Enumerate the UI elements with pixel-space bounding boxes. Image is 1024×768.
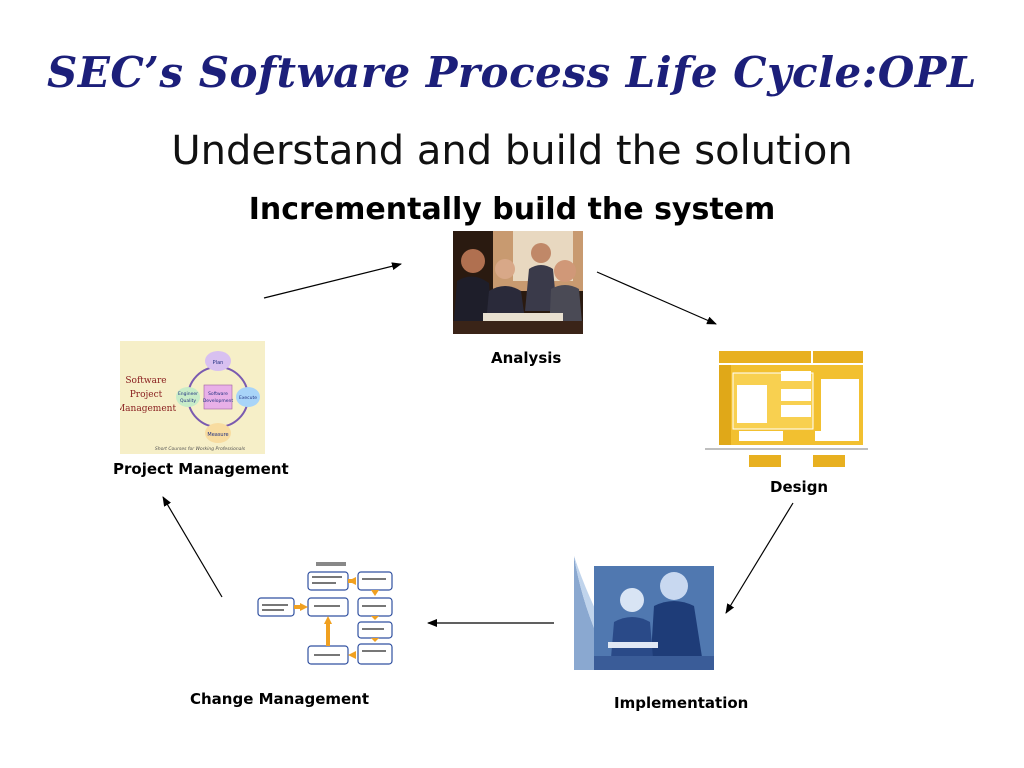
design-diagram-image: [705, 349, 868, 470]
pm-heading-line1: Software: [125, 376, 166, 386]
project-management-graphic: Software Project Management Plan Enginee…: [120, 341, 265, 454]
design-label: Design: [770, 478, 829, 496]
arrow-change-to-pm: [162, 496, 223, 598]
slide-title: SEC’s Software Process Life Cycle:OPL: [47, 48, 977, 97]
implementation-label: Implementation: [614, 694, 749, 712]
change-management-flow-image: [256, 560, 396, 670]
pm-caption: Short Courses for Working Professionals: [155, 446, 246, 452]
arrow-design-to-implementation: [725, 502, 794, 614]
analysis-label: Analysis: [491, 349, 562, 367]
pm-plan-label: Plan: [213, 360, 224, 366]
slide-tagline: Incrementally build the system: [248, 192, 776, 227]
change-management-label: Change Management: [190, 690, 370, 708]
implementation-image: [574, 556, 714, 670]
pm-center-line1: Software: [208, 391, 228, 397]
slide-subtitle: Understand and build the solution: [171, 128, 853, 174]
arrow-pm-to-analysis: [263, 262, 402, 299]
analysis-image: [453, 231, 583, 334]
pm-engineer-label: Engineer: [178, 391, 198, 397]
pm-heading-line3: Management: [120, 404, 176, 414]
pm-heading-line2: Project: [130, 390, 163, 400]
arrow-analysis-to-design: [596, 271, 717, 325]
pm-quality-label: Quality: [180, 398, 196, 404]
pm-measure-label: Measure: [207, 432, 228, 438]
pm-center-line2: Development: [203, 398, 234, 404]
pm-execute-label: Execute: [239, 395, 257, 401]
project-management-label: Project Management: [113, 460, 289, 478]
